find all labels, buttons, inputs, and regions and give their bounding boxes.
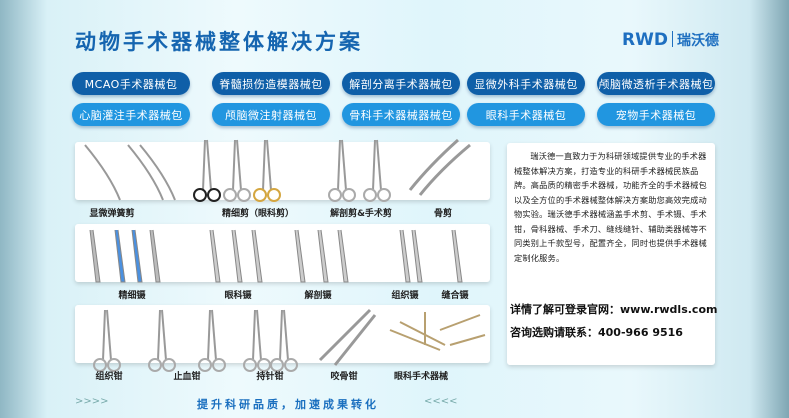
instrument-label: 精细剪（眼科剪） (221, 209, 295, 219)
instrument-shape (193, 188, 207, 202)
instrument-label: 组织钳 (95, 372, 123, 382)
logo: RWD 瑞沃德 (622, 30, 719, 50)
instrument-shape (84, 144, 121, 201)
instrument-shape (102, 309, 106, 361)
instrument-shape (337, 139, 341, 191)
instrument-shape (206, 139, 212, 191)
instrument-shape (411, 229, 423, 283)
instrument-shape (211, 309, 217, 361)
tagline: 提升科研品质，加速成果转化 (197, 398, 379, 411)
instrument-shape (149, 229, 161, 283)
instrument-label: 咬骨钳 (330, 372, 358, 382)
instrument-shape (161, 309, 167, 361)
package-button[interactable]: 心脑灌注手术器械包 (72, 103, 190, 126)
instrument-shape (449, 334, 486, 346)
instrument-label: 持针钳 (256, 372, 284, 382)
package-button[interactable]: 颅脑微透析手术器械包 (597, 72, 715, 95)
instrument-shape (93, 358, 107, 372)
instrument-shape (162, 358, 176, 372)
instrument-shape (284, 358, 298, 372)
instrument-shape (251, 229, 263, 283)
instrument-shape (451, 229, 463, 283)
instrument-shape (131, 229, 143, 283)
instrument-label: 眼科镊 (224, 291, 252, 301)
page-title: 动物手术器械整体解决方案 (75, 30, 363, 54)
instrument-shape (283, 309, 289, 361)
logo-cn: 瑞沃德 (676, 33, 719, 49)
instrument-shape (89, 229, 101, 283)
instrument-shape (318, 308, 372, 362)
instrument-shape (439, 314, 481, 331)
instrument-shape (399, 229, 411, 283)
instrument-shape (209, 229, 221, 283)
package-button[interactable]: 宠物手术器械包 (597, 103, 715, 126)
instrument-shape (256, 309, 262, 361)
instrument-shape (408, 138, 459, 191)
instrument-shape (266, 139, 272, 191)
instrument-shape (262, 139, 266, 191)
phone-text: 咨询选购请联系：400-966 9516 (510, 326, 683, 339)
instrument-shape (337, 229, 349, 283)
instrument-shape (106, 309, 112, 361)
instrument-shape (389, 329, 441, 351)
instrument-shape (127, 144, 164, 201)
package-button[interactable]: 脊髓损伤造模器械包 (212, 72, 330, 95)
instrument-shape (267, 188, 281, 202)
instrument-shape (342, 188, 356, 202)
arrows-left: >>>> (75, 396, 109, 407)
instrument-label: 解剖镊 (304, 291, 332, 301)
instrument-shape (207, 309, 211, 361)
instrument-shape (376, 139, 382, 191)
instrument-shape (399, 321, 446, 346)
instrument-shape (252, 309, 256, 361)
instrument-shape (372, 139, 376, 191)
instrument-shape (363, 188, 377, 202)
instrument-shape (294, 229, 306, 283)
instrument-shape (236, 139, 242, 191)
package-button[interactable]: 解剖分离手术器械包 (342, 72, 460, 95)
instrument-shape (237, 188, 251, 202)
instrument-shape (243, 358, 257, 372)
instrument-shape (317, 229, 329, 283)
instrument-shape (223, 188, 237, 202)
info-box: 瑞沃德一直致力于为科研领域提供专业的手术器械整体解决方案，打造专业的科研手术器械… (507, 143, 715, 365)
package-button[interactable]: 骨科手术器械器械包 (342, 103, 460, 126)
package-button[interactable]: 眼科手术器械包 (467, 103, 585, 126)
instrument-shape (232, 139, 236, 191)
instrument-shape (253, 188, 267, 202)
instrument-shape (341, 139, 347, 191)
instrument-shape (107, 358, 121, 372)
instrument-label: 显微弹簧剪 (89, 209, 135, 219)
website-text[interactable]: 详情了解可登录官网：www.rwdls.com (510, 303, 718, 316)
instrument-shape (202, 139, 206, 191)
instrument-label: 解剖剪&手术剪 (330, 209, 392, 219)
instrument-shape (139, 144, 176, 201)
instrument-shape (114, 229, 126, 283)
instrument-shape (377, 188, 391, 202)
logo-en: RWD (622, 30, 668, 50)
instrument-shape (279, 309, 283, 361)
logo-divider (671, 31, 673, 47)
company-description: 瑞沃德一直致力于为科研领域提供专业的手术器械整体解决方案，打造专业的科研手术器械… (514, 151, 707, 263)
instrument-shape (198, 358, 212, 372)
package-button[interactable]: 显微外科手术器械包 (467, 72, 585, 95)
instrument-shape (270, 358, 284, 372)
instrument-shape (418, 143, 471, 196)
instrument-shape (333, 314, 377, 366)
instrument-shape (207, 188, 221, 202)
instrument-shape (148, 358, 162, 372)
instrument-label: 精细镊 (118, 291, 146, 301)
instrument-shape (231, 229, 243, 283)
instrument-label: 缝合镊 (441, 291, 469, 301)
instrument-label: 眼科手术器械 (393, 372, 449, 382)
package-button[interactable]: MCAO手术器械包 (72, 72, 190, 95)
arrows-right: <<<< (424, 396, 458, 407)
instrument-label: 止血钳 (173, 372, 201, 382)
instrument-shape (328, 188, 342, 202)
instrument-shape (212, 358, 226, 372)
instrument-shape (157, 309, 161, 361)
package-button[interactable]: 颅脑微注射器械包 (212, 103, 330, 126)
instrument-label: 骨剪 (433, 209, 453, 219)
instrument-label: 组织镊 (391, 291, 419, 301)
